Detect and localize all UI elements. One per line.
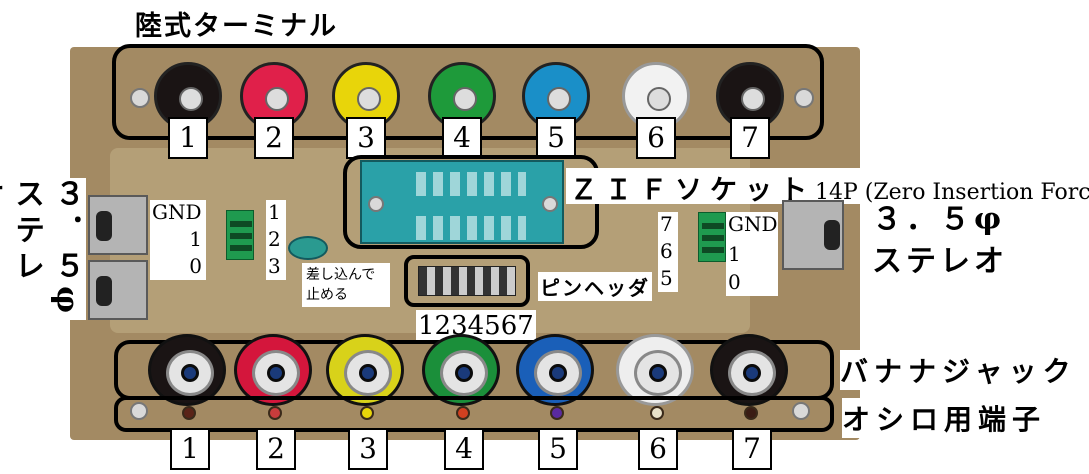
- pin-header: [418, 266, 516, 296]
- screw-icon: [130, 402, 148, 420]
- banana-jack-2: [234, 334, 312, 406]
- left-terminal-number-2: 2: [268, 227, 281, 251]
- top-number-4: 4: [442, 117, 482, 159]
- banana-jack-6: [616, 334, 694, 406]
- top-number-3: 3: [346, 117, 386, 159]
- left-stereo-jack-top: [88, 195, 148, 255]
- scope-pin-3: [360, 406, 374, 420]
- left-terminal-number-1: 1: [268, 200, 281, 224]
- screw-icon: [792, 402, 810, 420]
- right-terminal-number-box: 7 6 5: [658, 212, 678, 292]
- left-terminal-1: 1: [189, 227, 202, 251]
- zif-label: ＺＩＦソケット: [570, 175, 815, 206]
- scope-label: オシロ用端子: [842, 398, 1047, 438]
- zif-label-box: ＺＩＦソケット14P (Zero Insertion Force): [566, 168, 1089, 206]
- left-terminal-number-box: 1 2 3: [266, 200, 286, 280]
- pin-header-label: ピンヘッダ: [538, 272, 652, 301]
- capacitor: [288, 236, 328, 260]
- banana-label: バナナジャック: [840, 350, 1077, 390]
- scope-pin-2: [268, 406, 282, 420]
- scope-pin-1: [182, 406, 196, 420]
- banana-jack-4: [422, 334, 500, 406]
- scope-pin-4: [456, 406, 470, 420]
- scope-pin-5: [550, 406, 564, 420]
- right-screw-terminal: [698, 212, 726, 262]
- binding-post-2: [240, 62, 308, 130]
- pin-header-numbers: 1234567: [416, 310, 536, 342]
- right-terminal-number-6: 6: [660, 239, 673, 263]
- left-terminal-label-box: GND 1 0: [150, 200, 206, 280]
- screw-icon: [130, 88, 150, 108]
- left-terminal-number-3: 3: [268, 254, 281, 278]
- banana-jack-7: [710, 334, 788, 406]
- banana-jack-3: [326, 334, 404, 406]
- right-terminal-label-box: GND 1 0: [726, 212, 778, 296]
- top-number-6: 6: [636, 117, 676, 159]
- insert-note-line1: 差し込んで: [306, 267, 376, 283]
- bottom-number-7: 7: [732, 428, 772, 470]
- top-number-2: 2: [254, 117, 294, 159]
- left-terminal-gnd: GND: [152, 200, 202, 224]
- top-number-1: 1: [168, 117, 208, 159]
- right-terminal-1: 1: [728, 242, 741, 266]
- left-terminal-0: 0: [189, 254, 202, 278]
- top-number-5: 5: [536, 117, 576, 159]
- right-stereo-label-line2: ステレオ: [872, 242, 1008, 282]
- insert-note-line2: 止める: [306, 287, 348, 303]
- right-terminal-number-7: 7: [660, 212, 673, 236]
- bottom-number-1: 1: [170, 428, 210, 470]
- bottom-number-6: 6: [638, 428, 678, 470]
- page-title: 陸式ターミナル: [135, 11, 338, 42]
- pin-header-outline: [404, 255, 530, 307]
- bottom-number-5: 5: [538, 428, 578, 470]
- banana-jack-5: [516, 334, 594, 406]
- bottom-number-4: 4: [444, 428, 484, 470]
- bottom-number-3: 3: [348, 428, 388, 470]
- banana-jack-1: [148, 334, 226, 406]
- scope-pins-outline: [114, 396, 834, 432]
- right-terminal-number-5: 5: [660, 266, 673, 290]
- bottom-number-2: 2: [256, 428, 296, 470]
- left-stereo-label: ３．５φ ステレオ: [0, 178, 86, 320]
- right-terminal-0: 0: [728, 270, 741, 294]
- scope-pin-6: [650, 406, 664, 420]
- left-stereo-jack-bottom: [88, 260, 148, 320]
- screw-icon: [794, 88, 814, 108]
- right-stereo-label-line1: ３．５φ: [872, 200, 1006, 240]
- right-stereo-jack: [782, 200, 844, 270]
- insert-note-box: 差し込んで 止める: [302, 263, 390, 307]
- top-number-7: 7: [730, 117, 770, 159]
- zif-socket: [360, 160, 564, 244]
- left-screw-terminal: [226, 210, 254, 260]
- right-terminal-gnd: GND: [728, 212, 778, 236]
- scope-pin-7: [744, 406, 758, 420]
